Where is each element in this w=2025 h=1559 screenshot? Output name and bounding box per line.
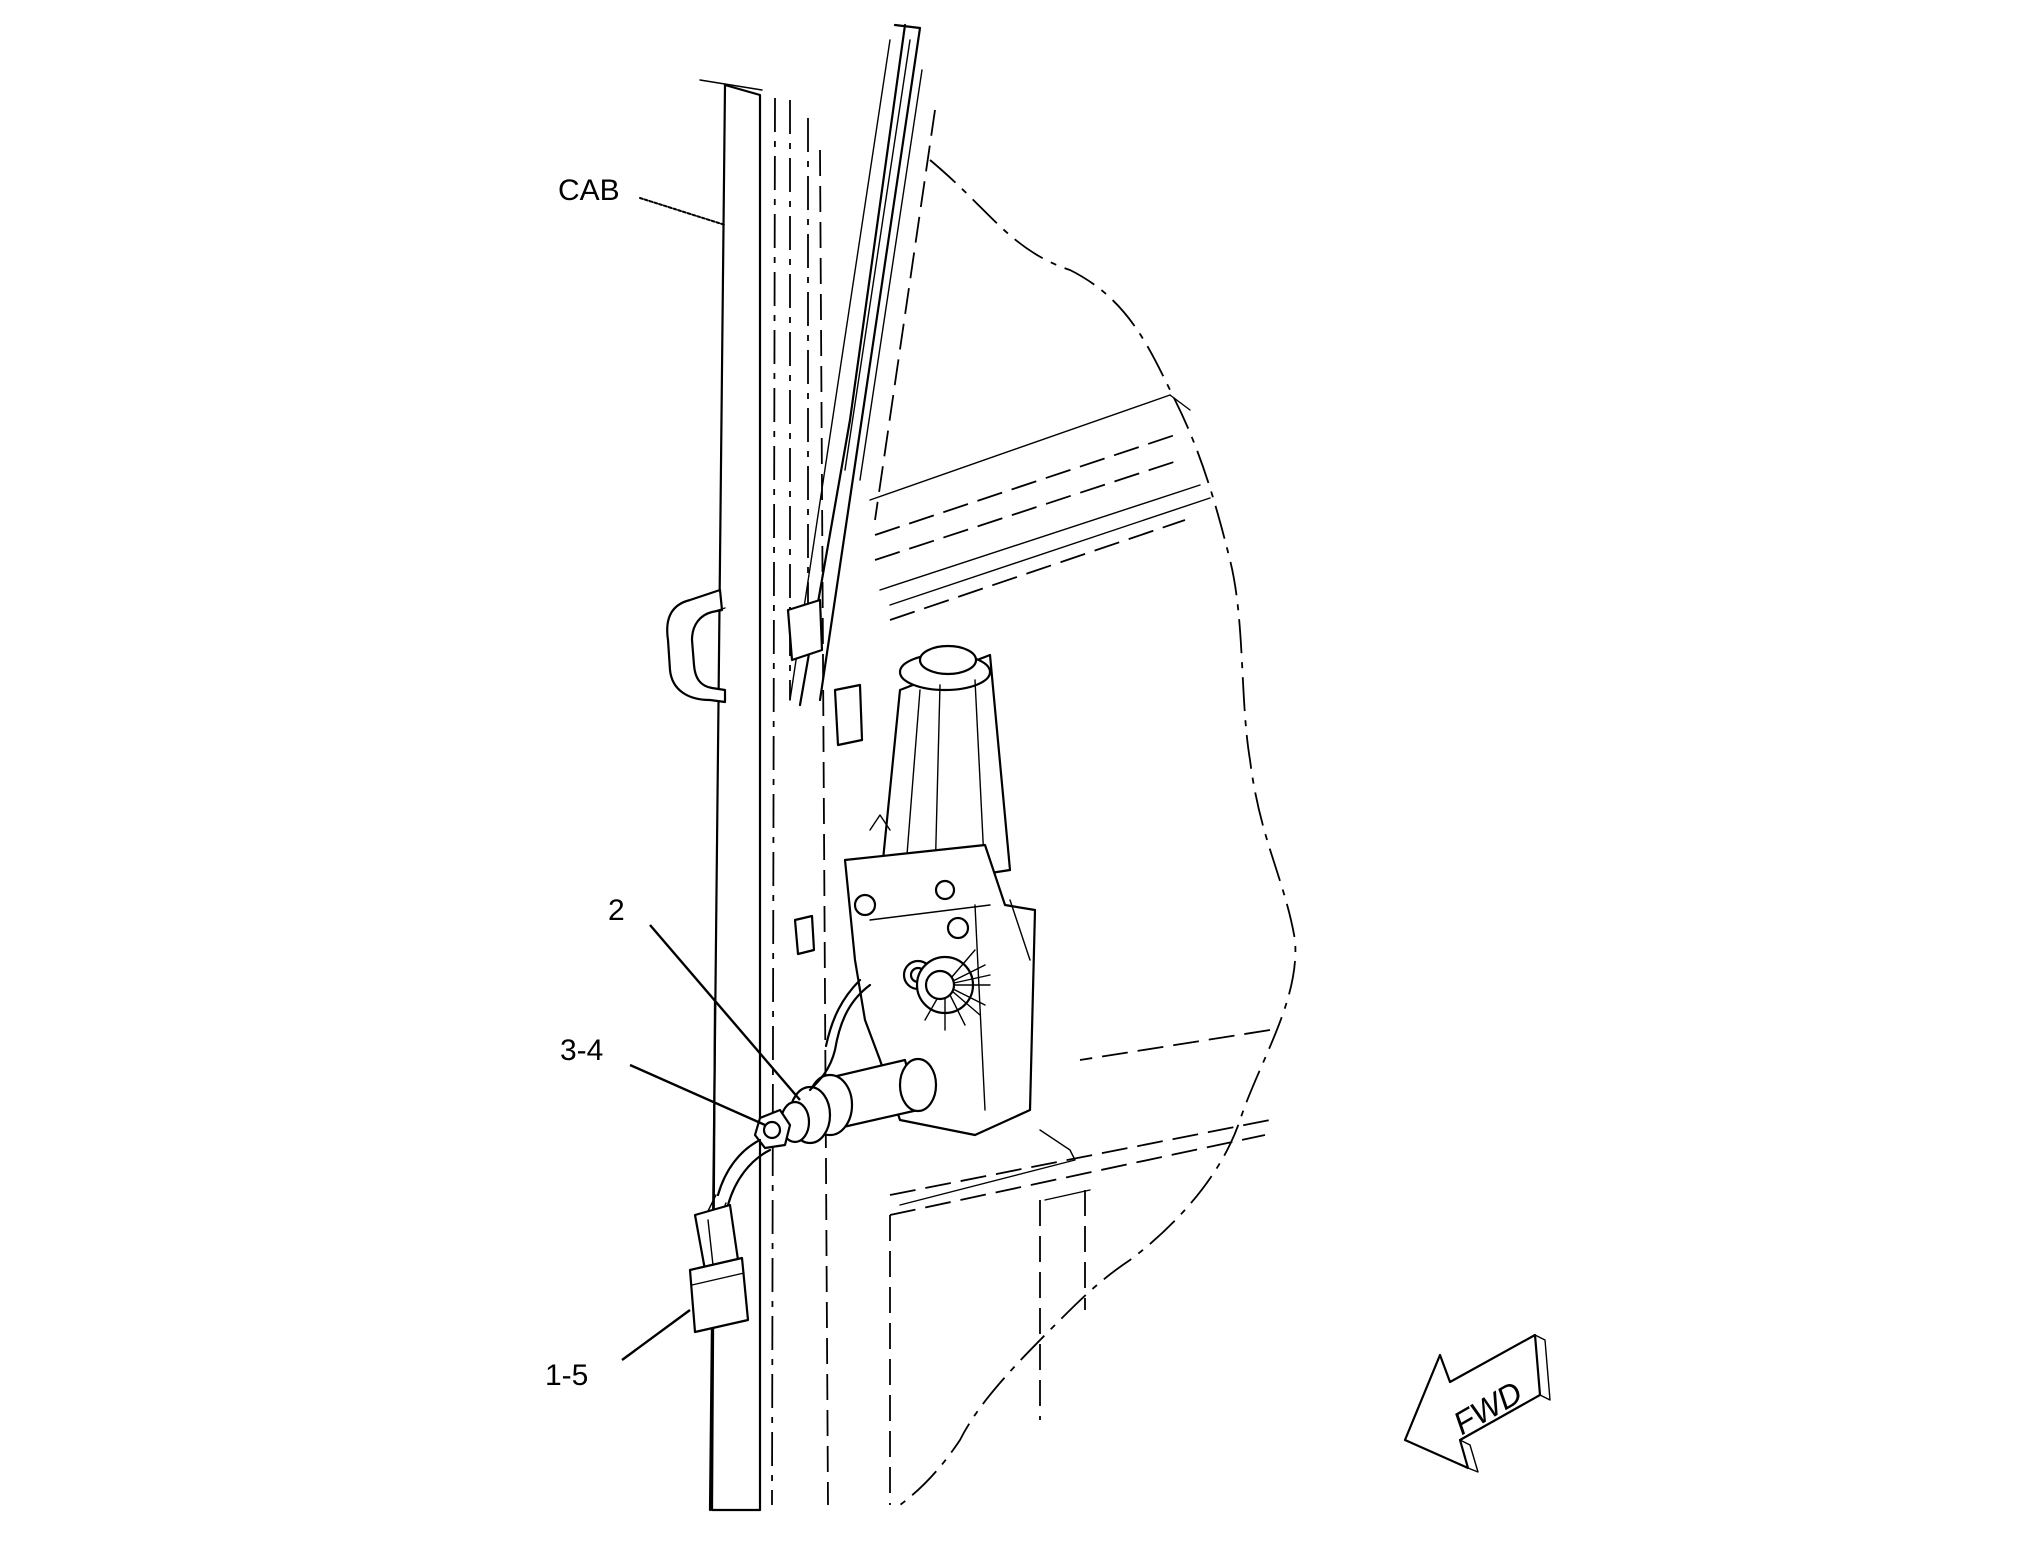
wiring-harness	[705, 978, 872, 1223]
callout-1-5: 1-5	[545, 1359, 588, 1392]
lower-door-panel	[889, 1029, 1271, 1505]
leader-lines	[621, 197, 801, 1361]
callout-3-4: 3-4	[560, 1034, 603, 1067]
cab-label: CAB	[558, 174, 620, 207]
drive-gear	[915, 949, 991, 1031]
door-outline	[869, 159, 1297, 1506]
wiper-motor[interactable]	[878, 644, 1012, 892]
grab-handle	[666, 588, 727, 704]
electrical-connector[interactable]	[688, 1203, 750, 1334]
shaft-assembly[interactable]	[753, 1057, 938, 1150]
fwd-arrow-icon: FWD	[1403, 1333, 1551, 1473]
harness-clip	[786, 598, 864, 956]
callout-2: 2	[608, 894, 625, 927]
